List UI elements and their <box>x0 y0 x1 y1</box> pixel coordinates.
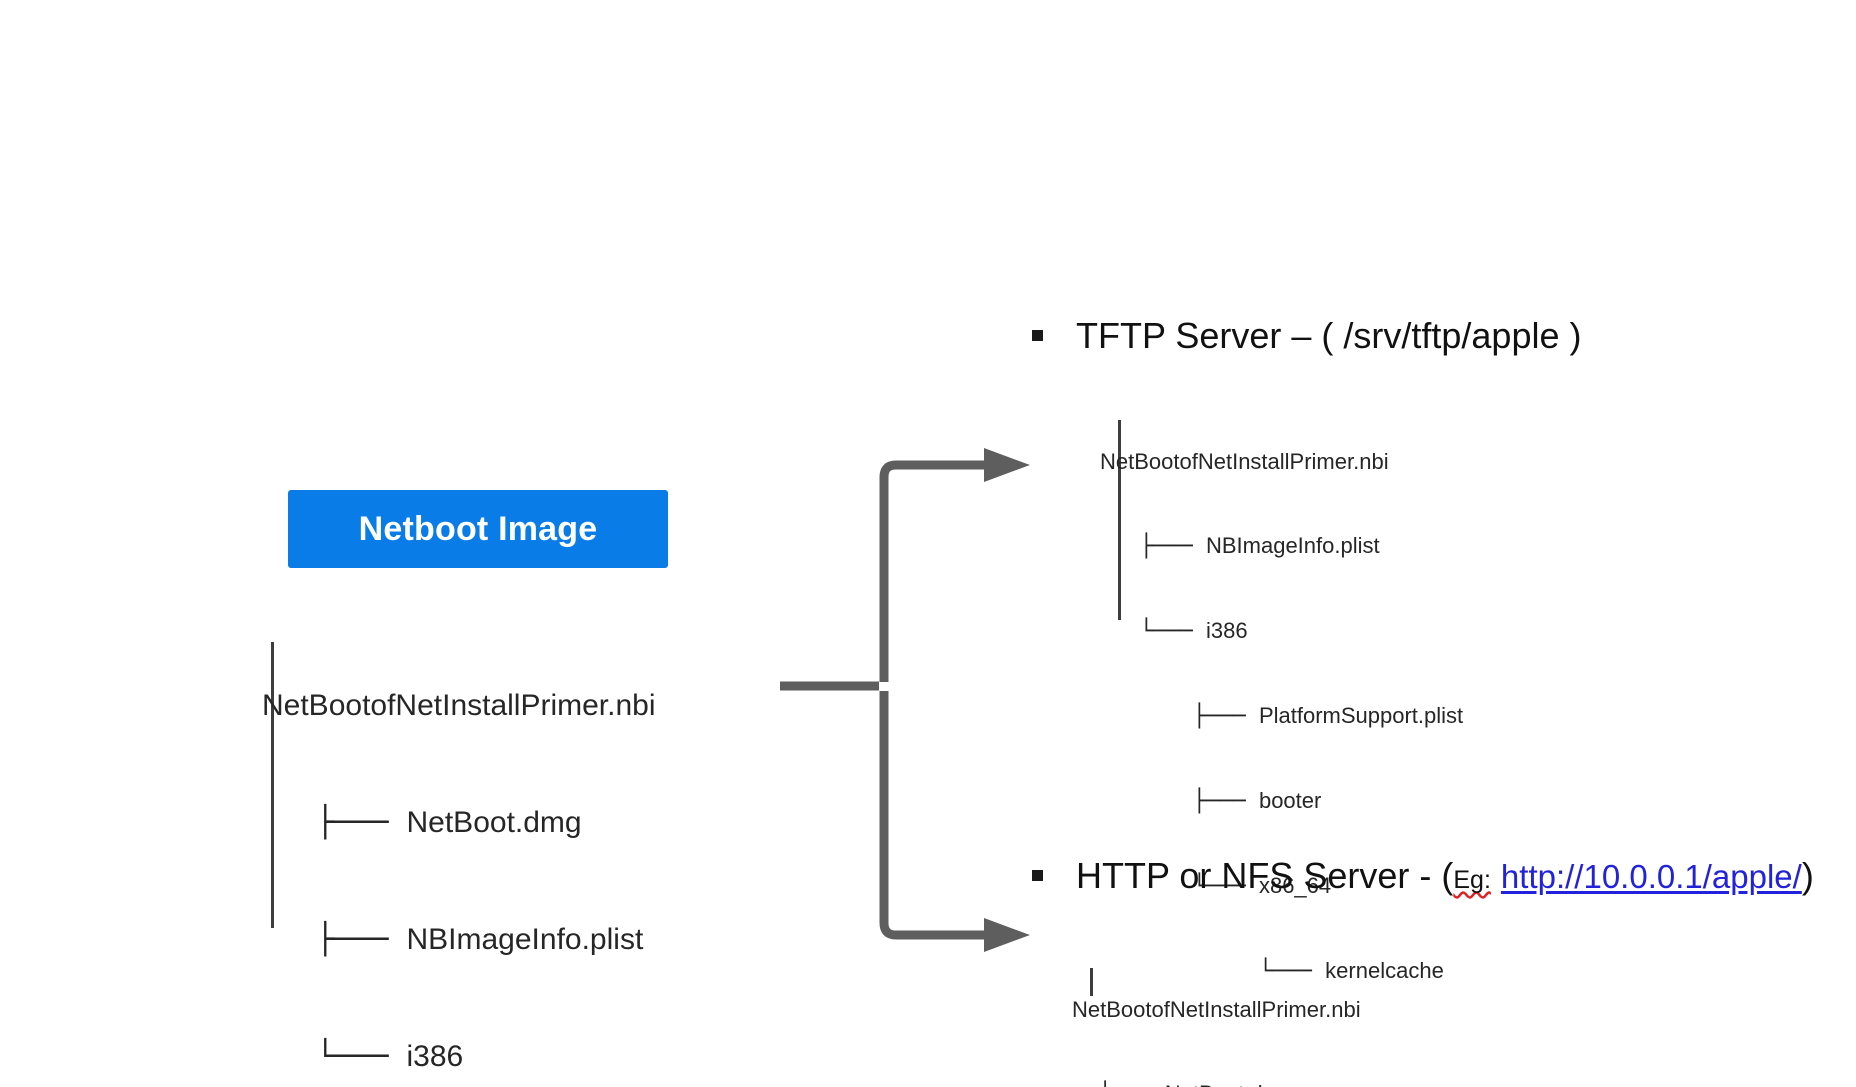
tree-row: └─── i386 <box>1100 617 1463 646</box>
tree-node-label: PlatformSupport.plist <box>1258 703 1464 728</box>
http-nfs-heading-prefix: HTTP or NFS Server - ( <box>1076 855 1454 896</box>
netboot-image-box-label: Netboot Image <box>358 510 598 548</box>
tree-root-row: NetBootofNetInstallPrimer.nbi <box>262 686 757 725</box>
tree-node-label: x86_64 <box>1258 873 1332 898</box>
tree-root-row: NetBootofNetInstallPrimer.nbi <box>1100 448 1463 476</box>
http-file-tree: NetBootofNetInstallPrimer.nbi ├─── NetBo… <box>1072 940 1361 1087</box>
tree-rail: └─── <box>1100 874 1259 899</box>
http-nfs-heading-suffix: ) <box>1801 855 1814 896</box>
tree-row: ├─── NetBoot.dmg <box>262 803 757 842</box>
http-nfs-server-heading: HTTP or NFS Server - (Eg: http://10.0.0.… <box>1032 856 1814 896</box>
eg-label: Eg: <box>1453 866 1491 894</box>
tree-row: └─── i386 <box>262 1037 757 1076</box>
tree-node-label: NetBoot.dmg <box>406 806 582 839</box>
tree-row: ├─── NetBoot.dmg <box>1072 1080 1361 1087</box>
tree-row: ├─── NBImageInfo.plist <box>1100 532 1463 561</box>
tftp-server-heading-text: TFTP Server – ( /srv/tftp/apple ) <box>1076 315 1582 356</box>
http-nfs-server-heading-text: HTTP or NFS Server - (Eg: http://10.0.0.… <box>1076 856 1814 896</box>
tree-root-row: NetBootofNetInstallPrimer.nbi <box>1072 996 1361 1024</box>
tree-node-label: booter <box>1258 788 1322 813</box>
tree-node-label: NetBoot.dmg <box>1165 1081 1293 1087</box>
http-tree-spine <box>1090 968 1093 996</box>
tree-row: ├─── booter <box>1100 787 1463 816</box>
arrowhead-up-icon <box>984 448 1030 482</box>
tree-row: ├─── NBImageInfo.plist <box>262 920 757 959</box>
tree-rail: ├─── <box>262 805 407 840</box>
square-bullet-icon <box>1032 330 1043 341</box>
tree-node-label: i386 <box>406 1040 464 1073</box>
arrowhead-down-icon <box>984 918 1030 952</box>
connector-branch-down <box>879 691 988 940</box>
tree-rail: ├─── <box>1100 789 1259 814</box>
source-tree-spine <box>271 642 274 928</box>
tree-row: └─── kernelcache <box>1100 957 1463 986</box>
tree-rail: ├─── <box>1072 1082 1165 1087</box>
source-file-tree: NetBootofNetInstallPrimer.nbi ├─── NetBo… <box>262 608 757 1087</box>
tree-node-label: NBImageInfo.plist <box>406 923 644 956</box>
tree-row: └─── x86_64 <box>1100 872 1463 901</box>
tree-rail: └─── <box>1100 959 1326 984</box>
tree-node-label: NetBootofNetInstallPrimer.nbi <box>262 689 656 722</box>
connector-branch-up <box>879 460 988 682</box>
tftp-server-heading: TFTP Server – ( /srv/tftp/apple ) <box>1032 316 1581 356</box>
tree-rail: ├─── <box>1100 534 1206 559</box>
tree-node-label: NetBootofNetInstallPrimer.nbi <box>1072 997 1361 1022</box>
tftp-file-tree: NetBootofNetInstallPrimer.nbi ├─── NBIma… <box>1100 392 1463 1042</box>
tree-row: ├─── PlatformSupport.plist <box>1100 702 1463 731</box>
tree-rail: ├─── <box>262 922 407 957</box>
tree-node-label: NetBootofNetInstallPrimer.nbi <box>1100 449 1389 474</box>
tree-rail: └─── <box>262 1039 407 1074</box>
fork-arrow-connector <box>780 448 1030 952</box>
tree-node-label: NBImageInfo.plist <box>1205 533 1380 558</box>
tftp-tree-spine <box>1118 420 1121 620</box>
tree-node-label: i386 <box>1205 618 1248 643</box>
tree-rail: ├─── <box>1100 704 1259 729</box>
square-bullet-icon <box>1032 870 1043 881</box>
netboot-image-box[interactable]: Netboot Image <box>288 490 668 568</box>
apple-url-link[interactable]: http://10.0.0.1/apple/ <box>1500 858 1802 895</box>
tree-rail: └─── <box>1100 619 1206 644</box>
tree-node-label: kernelcache <box>1325 958 1444 983</box>
